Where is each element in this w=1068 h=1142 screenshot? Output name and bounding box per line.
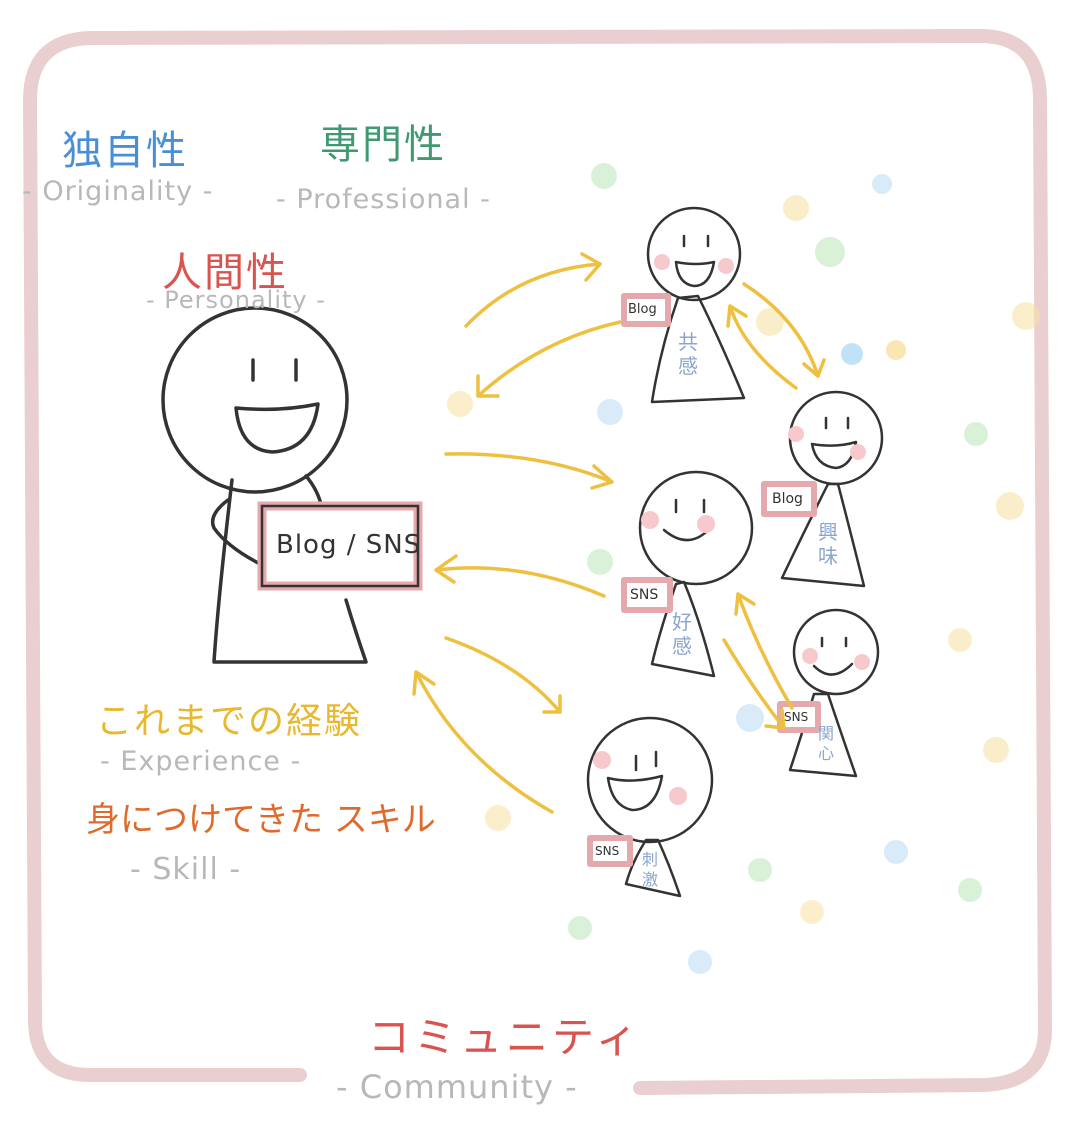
reader-3-feeling: 好感 [672,610,692,658]
main-head [161,306,349,494]
reader-body [650,294,746,404]
reader-2-feeling: 興味 [818,520,838,568]
reader-body [650,580,716,678]
dot [800,900,824,924]
reader-5-sign-text: SNS [595,844,620,858]
skill-label: 身につけてきた スキル [86,800,436,840]
arrow [444,452,614,490]
reader-mouth [810,440,858,470]
personality-label: 人間性 [162,250,288,296]
dot [886,340,906,360]
reader-1-sign-text: Blog [628,302,657,317]
dot [872,174,892,194]
reader-5 [586,716,714,898]
main-arm [210,498,266,568]
reader-4 [777,608,880,778]
dot [958,878,982,902]
arrow [726,304,798,390]
reader-2-sign-text: Blog [772,491,803,507]
reader-3-sign-text: SNS [630,587,659,603]
reader-sign [761,481,817,517]
main-sign-text: Blog / SNS [276,530,422,560]
reader-1 [621,206,746,404]
dot [964,422,988,446]
community-frame [22,28,1053,1095]
dot [996,492,1024,520]
arrow [734,592,794,710]
dot [841,343,863,365]
dot [736,704,764,732]
reader-head [638,470,754,586]
reader-sign [621,293,671,327]
arrow [444,636,562,714]
arrow [742,282,826,378]
reader-2 [761,390,884,588]
arrow [434,554,606,598]
community-label: コミュニティ [368,1013,642,1062]
reader-5-feeling: 刺激 [641,850,658,889]
community-caption: - Community - [336,1068,578,1106]
arrows [412,252,826,814]
dot [485,805,511,831]
reader-head [788,390,884,486]
professional-caption: - Professional - [276,184,491,215]
originality-caption: - Originality - [22,176,214,207]
arrow [412,670,554,814]
reader-sign [777,701,821,733]
reader-head [646,206,742,302]
dot [1012,302,1040,330]
arrow [464,252,602,328]
dot [983,737,1009,763]
reader-4-sign-text: SNS [784,710,809,724]
arrow [476,320,622,398]
dot [948,628,972,652]
dot [783,195,809,221]
dot [591,163,617,189]
dot [884,840,908,864]
reader-head [586,716,714,844]
arrow [722,638,786,730]
reader-sign [621,577,673,613]
reader-body [780,482,866,588]
reader-head [792,608,880,696]
dot [748,858,772,882]
reader-sign [587,835,633,867]
skill-caption: - Skill - [130,852,242,887]
reader-3 [621,470,754,678]
reader-mouth [674,260,716,288]
reader-4-feeling: 関心 [817,724,834,763]
dot [756,308,784,336]
reader-body [624,838,682,898]
background-dots [447,163,1040,974]
reader-1-feeling: 共感 [678,330,698,378]
dot [568,916,592,940]
experience-label: これまでの経験 [96,701,363,742]
dot [447,391,473,417]
originality-label: 独自性 [62,128,188,174]
experience-caption: - Experience - [100,746,302,777]
main-figure [161,306,368,664]
personality-caption: - Personality - [146,286,326,314]
dot [587,549,613,575]
professional-label: 専門性 [320,122,446,168]
main-mouth [234,402,320,454]
dot [688,950,712,974]
reader-mouth [606,774,664,812]
dot [597,399,623,425]
dot [815,237,845,267]
reader-mouth [812,662,854,676]
